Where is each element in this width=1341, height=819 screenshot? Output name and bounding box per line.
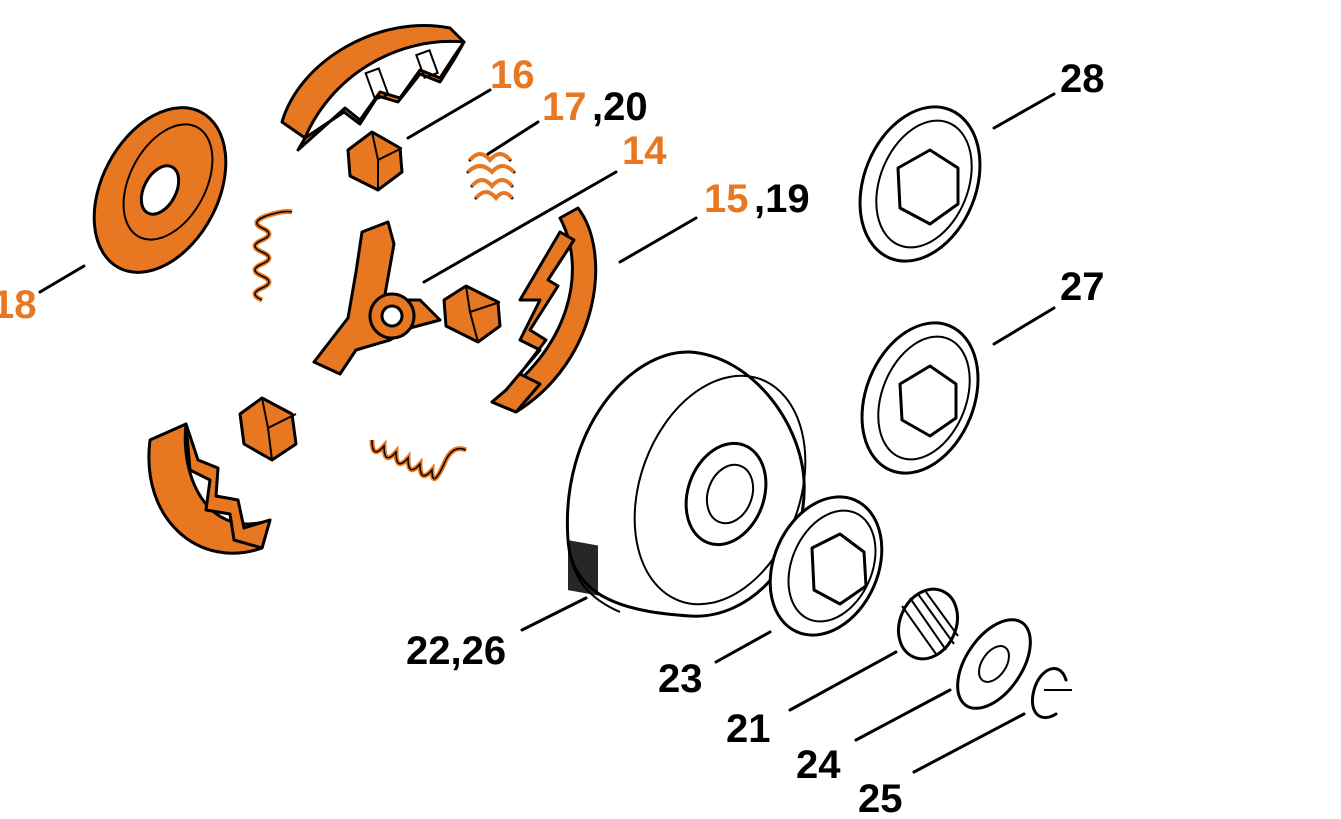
part-16-clutch-shoe-upper [280,23,466,152]
part-28-rim-sprocket [858,105,982,263]
label-15: 15 [704,177,749,221]
leader-lines [38,88,1056,774]
part-slider-block-upper [346,130,404,192]
part-spring-left [252,209,293,303]
part-23-sprocket [768,495,884,637]
part-22-26-clutch-drum [565,350,807,618]
part-18-cover-disc [92,106,228,274]
label-22-26: 22,26 [406,629,506,673]
part-14-clutch-carrier [312,220,442,376]
label-21: 21 [726,707,771,751]
label-18: 18 [0,283,37,327]
label-19: ,19 [754,177,810,221]
label-23: 23 [658,657,703,701]
label-24: 24 [796,743,841,787]
part-17-20-spring-upper [466,152,516,202]
label-20: ,20 [592,85,648,129]
label-16: 16 [490,53,535,97]
part-slider-block-lower [238,396,298,462]
label-28: 28 [1060,57,1105,101]
label-17: 17 [542,85,587,129]
part-21-needle-bearing [897,587,959,661]
part-24-washer [956,618,1032,710]
part-25-e-clip [1031,667,1072,720]
part-spring-lower [369,439,467,482]
label-25: 25 [858,777,903,819]
part-27-rim-sprocket [860,321,980,475]
part-slider-block-middle [442,284,502,344]
label-14: 14 [622,129,667,173]
label-27: 27 [1060,265,1105,309]
part-15-19-clutch-shoe-right [490,206,598,414]
callout-labels: 18 16 17 ,20 14 15 ,19 28 27 22,26 23 21… [0,53,1105,819]
part-clutch-shoe-lower [147,422,272,555]
